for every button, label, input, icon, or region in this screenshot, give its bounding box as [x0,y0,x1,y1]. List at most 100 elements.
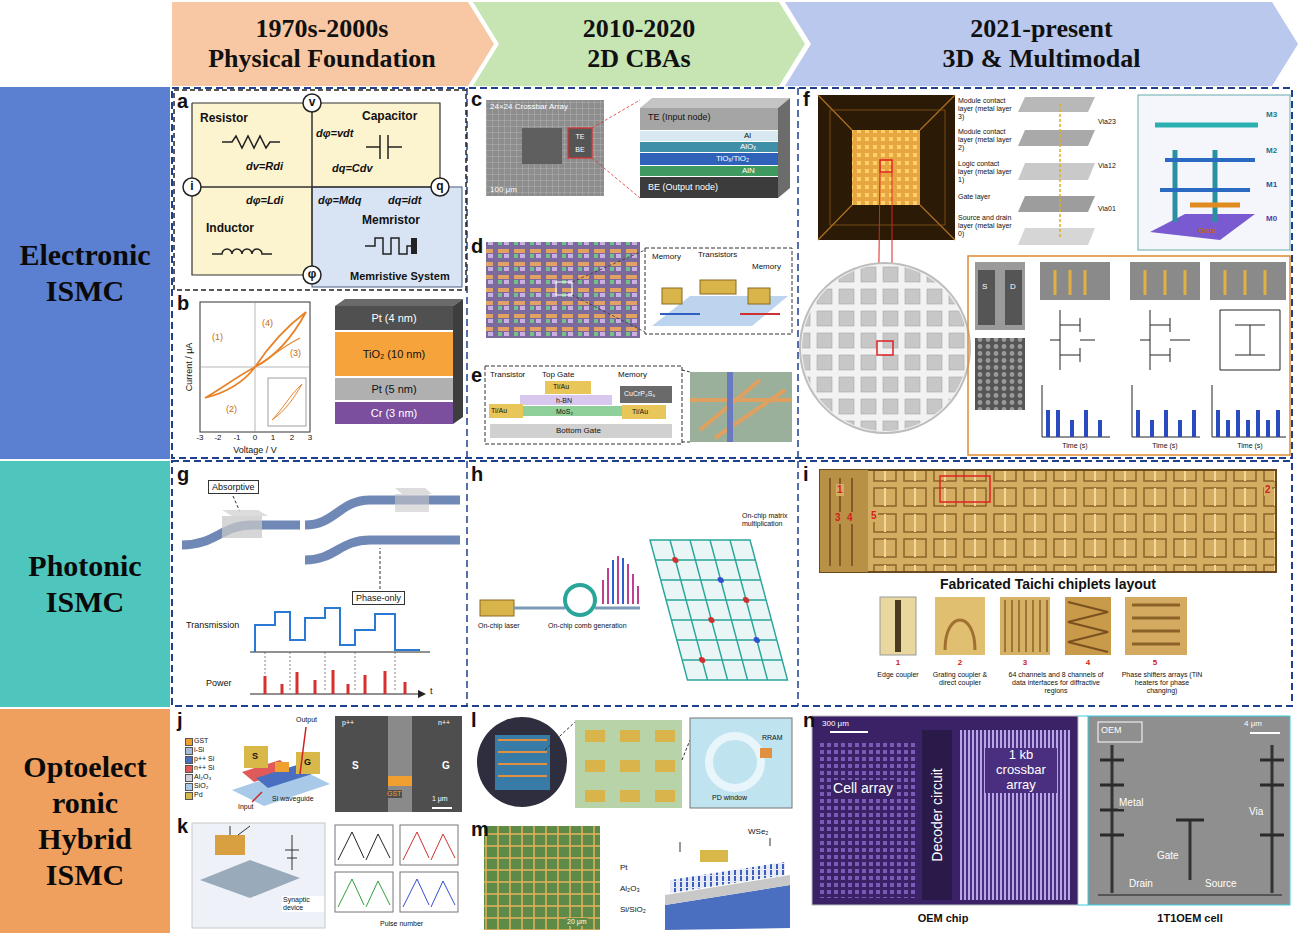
label-text: BE [575,146,584,154]
label-text: Gate [1156,850,1180,862]
legend-swatch [185,792,193,800]
label-text: Time (s) [1152,442,1177,450]
label-text: Via12 [1098,162,1116,170]
label-text: Capacitor [362,110,417,124]
label-text: G [442,760,450,772]
label-text: Via01 [1098,205,1116,213]
label-text: 1 μm [432,795,448,803]
label-text: S [982,282,987,291]
category-label: Photonic ISMC [8,548,162,620]
label-text: Pt (4 nm) [371,312,416,325]
label-text: 3 [308,433,312,442]
panel-letter: e [471,365,482,385]
category-band: Photonic ISMC [0,461,170,707]
label-text: 4 [846,512,854,524]
label-text: BE (Output node) [648,182,718,192]
label-text: φ [308,268,317,282]
label-text: M2 [1266,146,1277,155]
label-text: Bottom Gate [556,427,601,435]
panel-letter: n [803,710,815,730]
label-text: Pt (5 nm) [371,383,416,396]
legend-text: SiO₂ [194,782,208,790]
category-band: Optoelect ronic Hybrid ISMC [0,709,170,933]
category-band: Electronic ISMC [0,87,170,459]
panel-letter: j [177,710,183,730]
label-text: Memory [752,262,781,271]
panel-letter: h [471,464,483,484]
timeline-label: Physical Foundation [208,44,436,74]
label-text: (4) [262,318,273,328]
legend-swatch [185,756,193,764]
timeline-label: 1970s-2000s [256,14,389,44]
label-text: dφ=Mdq [318,194,361,207]
label-text: S [252,751,258,761]
label-text: Phase-only [352,591,405,605]
label-text: On-chip matrix multiplication [742,512,790,528]
label-text: i [190,180,193,194]
chevron-fill [473,2,805,86]
label-text: 20 μm [566,918,588,926]
label-text: Memristor [362,214,420,228]
panel-letter: k [177,816,188,836]
label-text: M3 [1266,110,1277,119]
legend-swatch [185,747,193,755]
label-text: q [436,180,443,194]
label-text: 300 μm [822,719,849,728]
chevron-fill [172,2,494,86]
label-text: Decoder circuit [929,767,945,862]
panel-letter: m [471,819,489,839]
label-text: Inductor [206,222,254,236]
figure-panel: m [468,818,796,933]
label-text: Cr (3 nm) [371,407,417,420]
figure-panel: j [174,709,466,814]
label-text: Ti/Au [553,383,569,390]
label-text: Si waveguide [272,795,314,803]
label-text: G [304,757,311,767]
label-text: Ti/Au [632,408,648,415]
legend-text: Al₂O₃ [194,773,211,781]
label-text: Top Gate [542,370,574,379]
figure-panel: k [174,815,466,933]
label-text: 100 μm [490,185,517,194]
label-text: dq=Cdv [332,162,373,175]
timeline-label: 2010-2020 [583,14,696,44]
label-text: Absorptive [208,480,259,494]
label-text: 2 [958,658,962,667]
label-text: OEM chip [918,912,969,925]
figure-panel: n [800,709,1290,933]
label-text: (2) [226,404,237,414]
label-text: Memristive System [350,270,450,283]
legend-text: Pd [194,791,203,799]
label-text: (3) [290,348,301,358]
label-text: On-chip laser [478,622,520,630]
label-text: TE (Input node) [648,112,711,122]
label-text: 24×24 Crossbar Array [490,102,568,111]
label-text: Drain [1128,878,1154,890]
label-text: Via23 [1098,118,1116,126]
label-text: TE [576,133,585,141]
label-text: Gate [1198,226,1216,235]
label-text: Input [238,803,254,811]
label-text: -2 [214,433,221,442]
label-text: Output [296,716,317,724]
label-text: GST [386,790,402,798]
panel-letter: b [177,293,189,313]
category-label: Optoelect ronic Hybrid ISMC [8,749,162,893]
figure-panel: f [800,88,1290,456]
label-text: 2 [1264,484,1272,496]
label-text: 5 [870,510,878,522]
timeline-arrow: 2021-present3D & Multimodal [785,2,1298,86]
label-text: Edge coupler [873,671,923,679]
label-text: Cell array [832,780,894,796]
label-text: Al [744,132,751,140]
label-text: Ti/Au [491,407,507,414]
timeline-label: 2D CBAs [587,44,690,74]
label-text: Source and drain layer (metal layer 0) [958,214,1014,238]
arrow-text-box: 2010-20202D CBAs [473,2,805,86]
panel-letter: g [177,464,189,484]
label-text: Via [1248,806,1264,818]
legend-swatch [185,765,193,773]
label-text: Pt [620,863,628,872]
label-text: CuCrP₂S₆ [624,390,655,397]
